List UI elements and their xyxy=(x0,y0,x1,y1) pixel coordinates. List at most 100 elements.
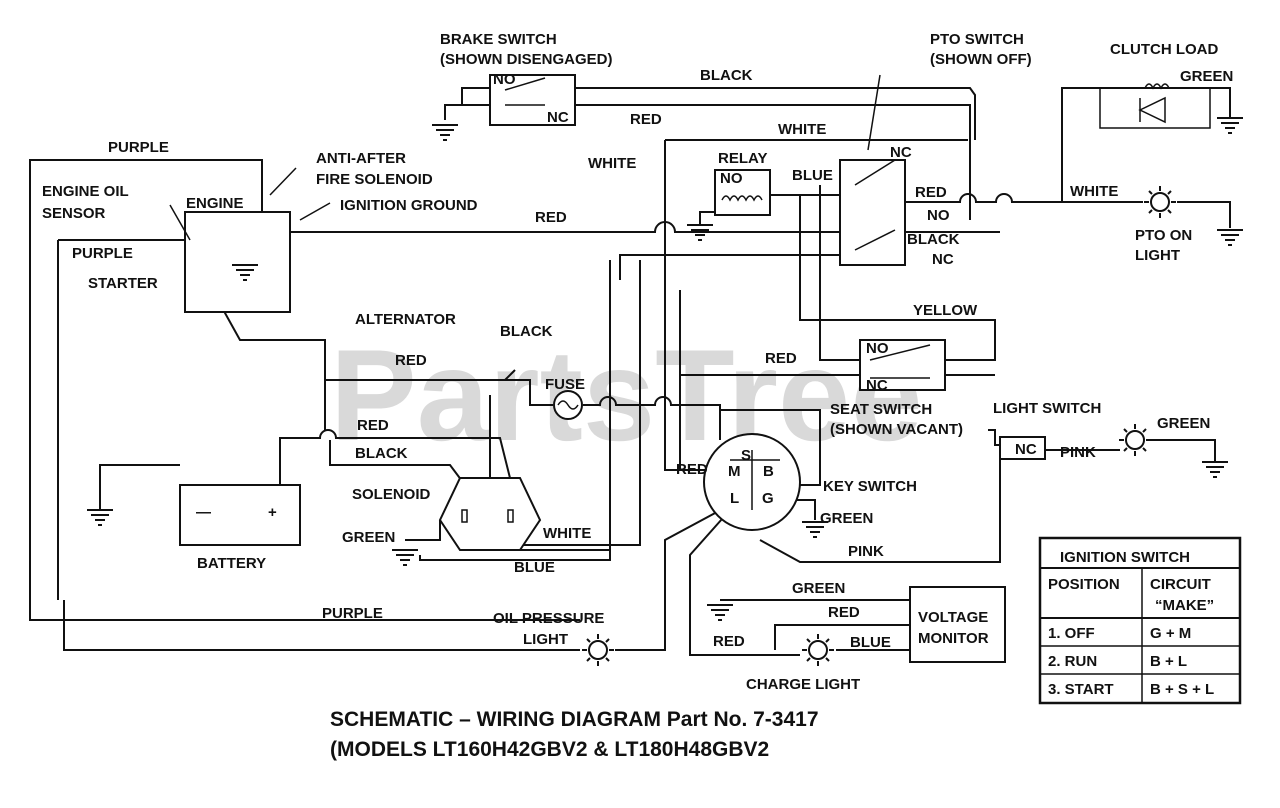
wire-label-red: RED xyxy=(915,184,947,201)
wire-label-red: RED xyxy=(765,350,797,367)
battery-plus: + xyxy=(268,504,277,521)
contact-no-label: NO xyxy=(866,340,889,357)
wire-label-blue: BLUE xyxy=(850,634,891,651)
wire-label-black: BLACK xyxy=(700,67,753,84)
table-cell-position: 1. OFF xyxy=(1048,625,1095,642)
light-switch xyxy=(999,436,1046,460)
wire-label-red: RED xyxy=(676,461,708,478)
key-switch-label: KEY SWITCH xyxy=(823,478,917,495)
key-terminal-g: G xyxy=(762,490,774,507)
engine-oil-sensor-sublabel: SENSOR xyxy=(42,205,106,222)
table-header-circuit: CIRCUIT xyxy=(1150,576,1211,593)
wire-label-green: GREEN xyxy=(792,580,845,597)
relay-to-seat-wire xyxy=(819,185,860,361)
engine-box xyxy=(184,211,291,313)
wire-label-blue: BLUE xyxy=(792,167,833,184)
contact-nc-label: NC xyxy=(866,377,888,394)
pto-switch xyxy=(839,159,906,266)
ground-icon xyxy=(1216,117,1244,134)
wire-label-black: BLACK xyxy=(355,445,408,462)
labels: BRAKE SWITCH (SHOWN DISENGAGED) NO NC BL… xyxy=(42,31,1233,761)
wire-label-green: GREEN xyxy=(820,510,873,527)
wire-label-pink: PINK xyxy=(848,543,884,560)
table-cell-make: B + S + L xyxy=(1150,681,1214,698)
ground-icon xyxy=(86,509,114,526)
wire-label-pink: PINK xyxy=(1060,444,1096,461)
wire-label-purple: PURPLE xyxy=(322,605,383,622)
contact-no-label: NO xyxy=(493,71,516,88)
pink-wire xyxy=(759,455,1001,563)
fuse-to-key xyxy=(583,396,721,430)
solenoid-label: SOLENOID xyxy=(352,486,431,503)
solenoid xyxy=(438,477,542,551)
table-header-position: POSITION xyxy=(1048,576,1120,593)
wires xyxy=(29,87,1231,656)
ground-icon xyxy=(431,124,459,141)
caption-line2: (MODELS LT160H42GBV2 & LT180H48GBV2 xyxy=(330,738,769,761)
pto-on-light-label: PTO ON xyxy=(1135,227,1192,244)
pto-on-light-sublabel: LIGHT xyxy=(1135,247,1180,264)
alternator-label: ALTERNATOR xyxy=(355,311,456,328)
seat-switch-label: SEAT SWITCH xyxy=(830,401,932,418)
table-cell-position: 3. START xyxy=(1048,681,1114,698)
engine-label: ENGINE xyxy=(186,195,244,212)
clutch-load xyxy=(1099,87,1211,129)
seat-switch xyxy=(859,339,946,391)
brake-switch xyxy=(489,74,576,126)
wire-label-black: BLACK xyxy=(500,323,553,340)
black-wire-brake xyxy=(575,87,976,140)
oil-pressure-light-sublabel: LIGHT xyxy=(523,631,568,648)
starter-label: STARTER xyxy=(88,275,158,292)
contact-nc-label: NC xyxy=(1015,441,1037,458)
yellow-wire xyxy=(835,319,996,361)
wire-label-red: RED xyxy=(395,352,427,369)
light-switch-label: LIGHT SWITCH xyxy=(993,400,1101,417)
key-terminal-s: S xyxy=(741,447,751,464)
black-solenoid-wire xyxy=(329,440,466,486)
anti-after-fire-label: ANTI-AFTER xyxy=(316,150,406,167)
wire-label-red: RED xyxy=(713,633,745,650)
ignition-ground-label: IGNITION GROUND xyxy=(340,197,478,214)
brake-switch-label: BRAKE SWITCH xyxy=(440,31,557,48)
watermark: PartsTree xyxy=(330,322,923,468)
ground-icon xyxy=(391,549,419,566)
battery-minus: — xyxy=(196,504,211,521)
purple-wire-top xyxy=(29,159,263,595)
purple-wire-bottom xyxy=(29,595,580,621)
battery-ground-wire xyxy=(99,464,180,510)
charge-light-icon xyxy=(801,633,835,667)
black-wire-pto xyxy=(619,254,905,280)
wire-label-white: WHITE xyxy=(778,121,826,138)
pto-switch-label: PTO SWITCH xyxy=(930,31,1024,48)
solenoid-ground xyxy=(405,520,441,541)
wire-label-black: BLACK xyxy=(907,231,960,248)
key-terminal-b: B xyxy=(763,463,774,480)
ground-icon xyxy=(706,604,734,621)
table-cell-position: 2. RUN xyxy=(1048,653,1097,670)
red-vm-wire xyxy=(774,624,910,650)
brake-switch-sublabel: (SHOWN DISENGAGED) xyxy=(440,51,613,68)
light-switch-bracket xyxy=(988,429,1000,446)
table-title: IGNITION SWITCH xyxy=(1060,549,1190,566)
pto-switch-sublabel: (SHOWN OFF) xyxy=(930,51,1032,68)
wire-label-purple: PURPLE xyxy=(108,139,169,156)
wire-label-white: WHITE xyxy=(588,155,636,172)
charge-light-label: CHARGE LIGHT xyxy=(746,676,860,693)
seat-switch-sublabel: (SHOWN VACANT) xyxy=(830,421,963,438)
wire-label-red: RED xyxy=(828,604,860,621)
wire-label-white: WHITE xyxy=(1070,183,1118,200)
contact-no-label: NO xyxy=(927,207,950,224)
oil-pressure-light-label: OIL PRESSURE xyxy=(493,610,604,627)
battery-red-wire xyxy=(270,429,511,486)
caption-line1: SCHEMATIC – WIRING DIAGRAM Part No. 7-34… xyxy=(330,708,819,731)
wire-label-green: GREEN xyxy=(1180,68,1233,85)
key-terminal-m: M xyxy=(728,463,741,480)
blue-relay-wire xyxy=(765,194,860,321)
voltage-monitor-label: VOLTAGE xyxy=(918,609,988,626)
table-cell-make: B + L xyxy=(1150,653,1187,670)
ground-icon xyxy=(1201,461,1229,478)
engine-oil-sensor-label: ENGINE OIL xyxy=(42,183,129,200)
contact-nc-label: NC xyxy=(890,144,912,161)
wire-label-yellow: YELLOW xyxy=(913,302,978,319)
purple-to-oil-light xyxy=(63,600,580,651)
